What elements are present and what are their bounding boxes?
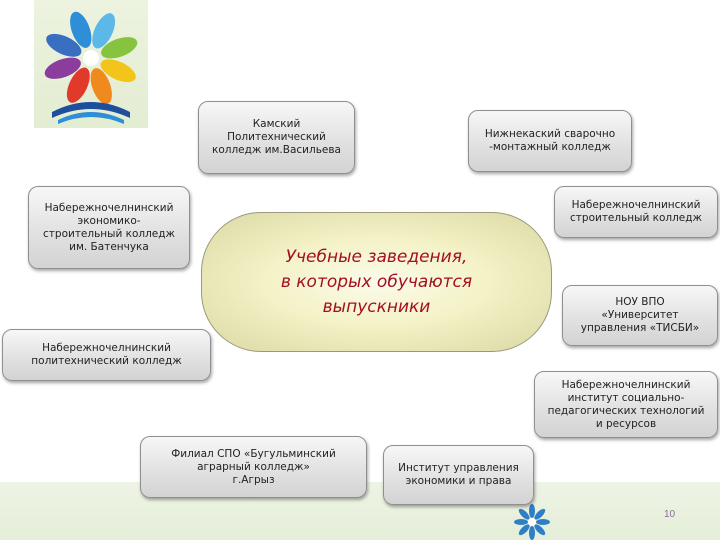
- institution-box-economic-construction: Набережночелнинский экономико- строитель…: [28, 186, 190, 269]
- colorful-hands-logo-icon: [44, 11, 138, 124]
- institution-box-social-pedagogical: Набережночелнинский институт социально- …: [534, 371, 718, 438]
- left-stripe: [0, 0, 36, 540]
- institution-box-polytechnic: Набережночелнинский политехнический колл…: [2, 329, 211, 381]
- central-topic: Учебные заведения, в которых обучаются в…: [201, 212, 552, 352]
- institution-box-nizhnekamsk-welding: Нижнекаский сварочно -монтажный колледж: [468, 110, 632, 172]
- institution-box-management-economics-law: Институт управления экономики и права: [383, 445, 534, 505]
- institution-box-tisbi: НОУ ВПО «Университет управления «ТИСБИ»: [562, 285, 718, 346]
- institution-box-kamsky: Камский Политехнический колледж им.Васил…: [198, 101, 355, 174]
- institution-box-bugulma-agrarian: Филиал СПО «Бугульминский аграрный колле…: [140, 436, 367, 498]
- page-number: 10: [664, 509, 676, 520]
- logo-panel: [34, 0, 148, 128]
- blue-hands-emblem-icon: [510, 500, 554, 540]
- institution-box-construction: Набережночелнинский строительный колледж: [554, 186, 718, 238]
